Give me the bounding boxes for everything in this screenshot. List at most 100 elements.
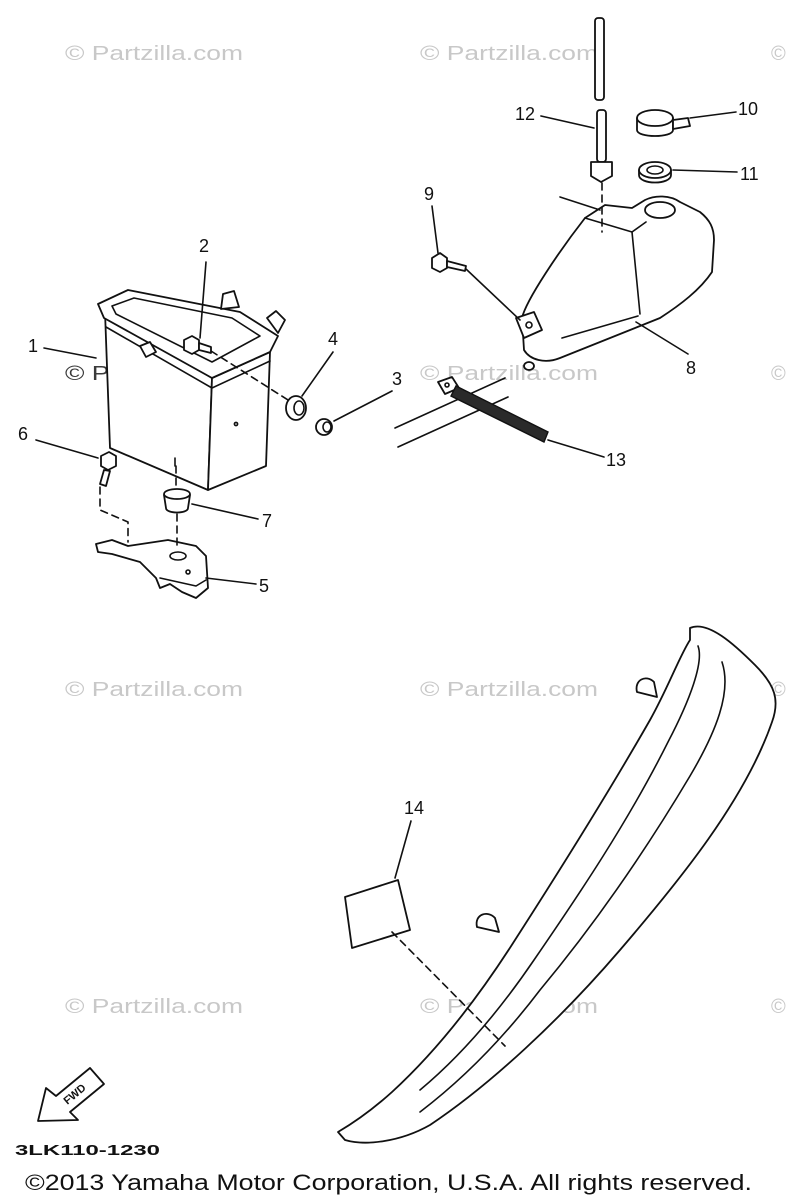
leader-line-5	[205, 577, 257, 585]
side-cover-ridge	[419, 661, 726, 1113]
forward-arrow: FWD	[37, 1067, 105, 1122]
part-7-grommet	[163, 488, 191, 514]
tank-mount-hole	[525, 321, 533, 329]
tank-edge	[631, 231, 641, 315]
assembly-lines-right	[465, 182, 603, 321]
leader-line-3	[333, 390, 393, 422]
watermark: © Partzilla.com	[65, 43, 243, 65]
tank-body	[521, 195, 715, 362]
battery-box-rim	[97, 289, 279, 379]
leader-line-2	[199, 261, 207, 339]
side-cover	[337, 625, 777, 1144]
bolt-head	[431, 252, 448, 273]
leader-line-14	[394, 820, 412, 879]
leader-line-12	[540, 115, 595, 129]
part-4-grommet	[285, 395, 307, 421]
tank-band	[561, 315, 639, 339]
assembly-lines-left	[99, 350, 289, 551]
hose-segment	[596, 109, 607, 163]
leader-lines-right	[431, 111, 738, 458]
tank-outlet	[523, 361, 535, 371]
bolt-head	[183, 335, 200, 355]
watermark-partial: ©	[771, 43, 786, 65]
callouts: 1 2 3 4 5 6 7 8 9 10 11 12 13 14	[18, 99, 759, 818]
watermark: © Partzilla.com	[420, 363, 598, 385]
tank-mount-tab	[515, 311, 543, 339]
callout-7: 7	[262, 511, 272, 531]
part-12-hose	[590, 17, 613, 183]
battery-box-hole	[233, 421, 239, 427]
leader-line-10	[689, 111, 737, 119]
part-10-cap	[636, 109, 691, 137]
watermark-partial: ©	[771, 996, 786, 1018]
callout-12: 12	[515, 104, 535, 124]
callout-6: 6	[18, 424, 28, 444]
callout-14: 14	[404, 798, 424, 818]
part-11-washer	[638, 161, 672, 184]
diagram-code: 3LK110-1230	[15, 1142, 160, 1159]
washer-inner	[646, 165, 664, 175]
battery-box-opening	[111, 297, 261, 363]
part-2-bolt	[183, 335, 212, 355]
part-1-battery-box	[97, 289, 286, 491]
part-6-bolt	[99, 451, 117, 487]
tank-edge	[559, 196, 601, 211]
callout-1: 1	[28, 336, 38, 356]
collar-flange	[315, 418, 333, 436]
hose-segment	[594, 17, 605, 101]
grommet-inner	[293, 400, 305, 416]
assembly-line	[391, 931, 506, 1047]
assembly-line	[465, 268, 521, 321]
watermark: © Partzilla.com	[420, 43, 598, 65]
collar-inner	[322, 421, 332, 433]
emblem-plate	[344, 879, 411, 949]
hose-fitting	[590, 161, 613, 183]
callout-13: 13	[606, 450, 626, 470]
bracket-fold	[159, 577, 207, 587]
leader-line-6	[35, 439, 99, 459]
callout-2: 2	[199, 236, 209, 256]
part-13-cable-tie	[394, 376, 549, 448]
callout-3: 3	[392, 369, 402, 389]
assembly-line	[99, 486, 129, 543]
cap-top	[636, 109, 674, 127]
leader-line-11	[672, 169, 738, 173]
cable-tie-strap	[450, 385, 549, 443]
battery-box-tab	[266, 310, 286, 334]
bolt-head	[100, 451, 117, 471]
callout-9: 9	[424, 184, 434, 204]
side-cover-outline	[337, 625, 777, 1144]
cable-tie-hole	[444, 382, 450, 388]
watermark: © Partzilla.com	[65, 679, 243, 701]
bolt-shaft	[99, 469, 111, 487]
side-cover-tab	[635, 677, 658, 698]
callout-11: 11	[740, 164, 759, 184]
copyright-notice: ©2013 Yamaha Motor Corporation, U.S.A. A…	[25, 1170, 752, 1195]
callout-5: 5	[259, 576, 269, 596]
grommet-top	[163, 488, 191, 500]
part-5-bracket	[95, 539, 209, 599]
bracket-plate	[95, 539, 209, 599]
part-9-bolt	[431, 252, 467, 273]
bolt-shaft	[198, 342, 212, 354]
side-cover-ridge	[419, 645, 701, 1091]
grommet-body	[163, 494, 191, 514]
battery-box-tab	[220, 290, 240, 310]
tank-filler-neck	[644, 201, 676, 219]
cap-tab	[672, 117, 691, 130]
assembly-line	[210, 350, 289, 401]
hose-line	[394, 377, 506, 429]
leader-line-1	[43, 347, 97, 359]
callout-10: 10	[738, 99, 758, 119]
part-3-collar	[315, 418, 333, 436]
callout-8: 8	[686, 358, 696, 378]
leader-lines-left	[35, 261, 393, 585]
leader-line-8	[635, 321, 689, 355]
callout-4: 4	[328, 329, 338, 349]
watermark-partial: ©	[771, 363, 786, 385]
forward-arrow-icon	[37, 1067, 105, 1122]
watermark: © Partzilla.com	[65, 996, 243, 1018]
leader-line-13	[547, 439, 605, 458]
bolt-shaft	[446, 260, 467, 272]
